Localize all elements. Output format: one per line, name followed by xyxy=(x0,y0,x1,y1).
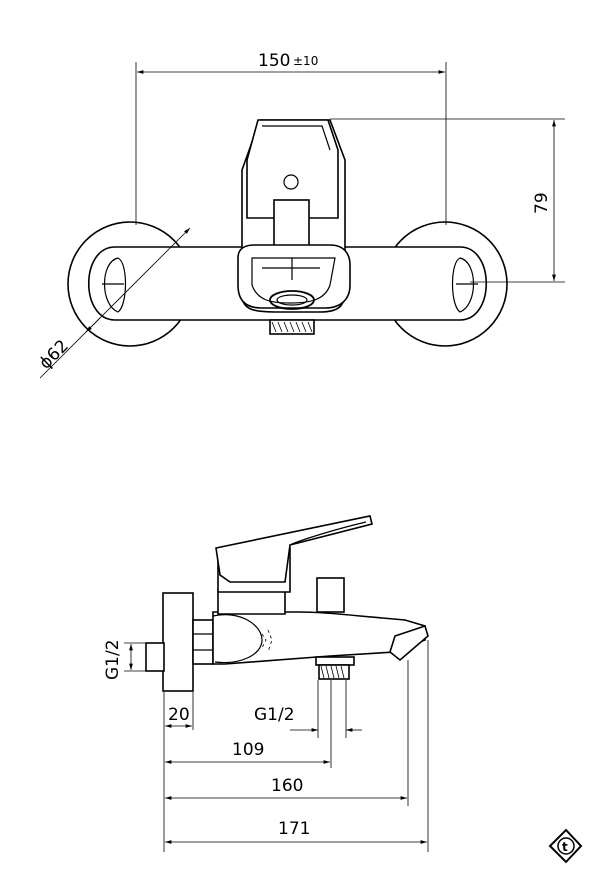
dim-109-label: 109 xyxy=(232,740,264,760)
dim-79-label: 79 xyxy=(532,192,552,214)
side-body xyxy=(212,611,426,665)
dim-outlet-thread-label: G1/2 xyxy=(254,705,295,725)
dim-62-leader xyxy=(39,227,191,379)
dim-150-label: 150 xyxy=(258,51,290,71)
outlet-ring xyxy=(269,290,315,310)
side-view: G1/2 20 G1/2 109 160 171 xyxy=(103,515,429,852)
lever-hole xyxy=(283,174,299,190)
dim-62-label: ϕ62 xyxy=(35,336,72,373)
wall-flange xyxy=(162,592,194,692)
dim-160-label: 160 xyxy=(271,776,303,796)
dim-150-tolerance: ±10 xyxy=(293,54,318,68)
dim-20-label: 20 xyxy=(168,705,190,725)
brand-logo-icon: t xyxy=(548,828,583,864)
logo-letter: t xyxy=(562,840,568,854)
side-diverter-knob xyxy=(316,577,345,613)
inlet-connector xyxy=(145,642,165,672)
dim-171-label: 171 xyxy=(278,819,310,839)
top-view: 150 ±10 79 ϕ62 xyxy=(35,51,565,379)
dim-inlet-thread-label: G1/2 xyxy=(103,639,123,680)
diverter-knob xyxy=(273,199,310,247)
side-lever xyxy=(215,515,373,583)
